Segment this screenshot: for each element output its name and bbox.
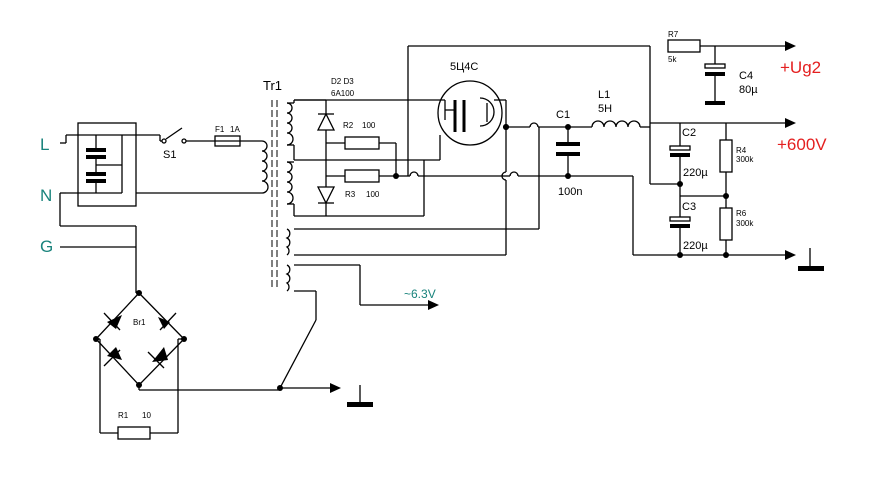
transformer-label: Tr1 [263, 78, 282, 93]
fuse-rating: 1A [230, 125, 240, 134]
c2-label: C2 [682, 127, 696, 139]
emi-filter [66, 122, 137, 207]
ground-symbol-chassis [347, 385, 373, 407]
fuse-label: F1 [215, 125, 225, 134]
l1-label: L1 [598, 89, 610, 101]
switch-label: S1 [163, 149, 176, 161]
r6-label: R6 [736, 209, 747, 218]
fuse [214, 135, 262, 147]
hv-output: +600V [777, 135, 827, 154]
heater-output [279, 264, 439, 389]
r2-value: 100 [362, 121, 376, 130]
ground-terminal-label: G [40, 237, 53, 256]
c4-label: C4 [739, 70, 753, 82]
r7-label: R7 [668, 30, 679, 39]
mains-wiring [59, 134, 262, 293]
diode-labels: D2 D3 [331, 77, 354, 86]
bridge-rectifier [93, 290, 341, 440]
c4-value: 80µ [739, 84, 758, 96]
c1-label: C1 [556, 109, 570, 121]
r7-value: 5k [668, 55, 677, 64]
bridge-label: Br1 [133, 318, 146, 327]
neutral-terminal-label: N [40, 186, 52, 205]
rectifier-tube [437, 80, 568, 160]
c3-label: C3 [682, 201, 696, 213]
r2-label: R2 [343, 121, 354, 130]
screen-voltage-output: +Ug2 [780, 58, 821, 77]
r3-label: R3 [345, 190, 356, 199]
r3-value: 100 [366, 190, 380, 199]
r4-value: 300k [736, 155, 754, 164]
power-switch [159, 127, 215, 144]
screen-supply [667, 39, 796, 105]
line-terminal-label: L [40, 135, 49, 154]
heater-voltage-label: ~6.3V [404, 287, 436, 301]
filter-network [500, 46, 796, 260]
ground-symbol-hv [798, 248, 824, 271]
c2-value: 220µ [683, 167, 708, 179]
diode-rating: 6A100 [331, 89, 355, 98]
transformer [261, 100, 294, 292]
r1-label: R1 [118, 411, 129, 420]
r1-value: 10 [142, 411, 151, 420]
r6-value: 300k [736, 219, 754, 228]
l1-value: 5H [598, 103, 612, 115]
c1-value: 100n [558, 186, 582, 198]
tube-label: 5Ц4С [450, 61, 478, 73]
secondary-wiring [293, 45, 650, 256]
r4-label: R4 [736, 146, 747, 155]
c3-value: 220µ [683, 240, 708, 252]
